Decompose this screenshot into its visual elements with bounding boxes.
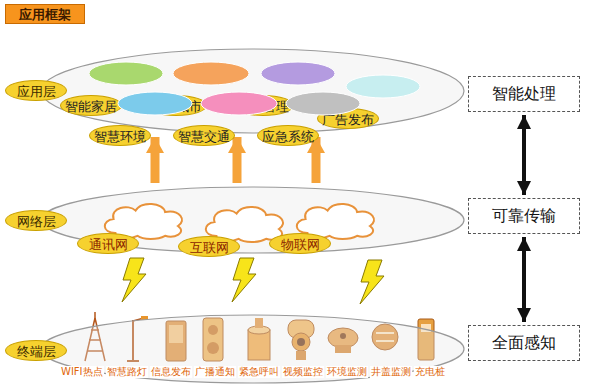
function-box: 可靠传输 — [468, 198, 580, 234]
double-arrow — [522, 237, 526, 322]
device-label: 智慧路灯 — [106, 366, 148, 378]
node-text: 智能处理 — [492, 84, 556, 105]
double-arrow — [522, 115, 526, 195]
data-flow-arrow — [233, 137, 242, 183]
band-ellipse — [41, 315, 464, 383]
lightning-bolt — [122, 258, 146, 302]
pill-ellipse — [346, 75, 420, 98]
pill-outline — [345, 74, 421, 99]
function-box: 全面感知 — [468, 325, 580, 361]
node-text: 可靠传输 — [492, 206, 556, 227]
function-box: 智能处理 — [468, 76, 580, 112]
application-pill: 能效管理 — [260, 61, 336, 86]
pill-ellipse — [173, 62, 249, 85]
data-flow-arrow — [151, 137, 160, 183]
pill-outline — [285, 91, 361, 116]
application-pill: 智能家居 — [88, 61, 164, 86]
pill-ellipse — [261, 62, 335, 85]
layer-band: 网络层通讯网互联网物联网 — [40, 186, 465, 254]
device-label: 视频监控 — [282, 366, 324, 378]
layer-name: 终端层 — [5, 340, 67, 361]
node-text: 智慧环境 — [89, 125, 151, 146]
node-text: 通讯网 — [77, 233, 139, 254]
pill-ellipse — [118, 92, 192, 115]
node-text: 应急系统 — [257, 125, 319, 146]
band-ellipse — [41, 49, 464, 133]
data-flow-arrow — [312, 137, 321, 183]
application-pill: 智慧环境 — [117, 91, 193, 116]
application-pill: 智慧城市 — [172, 61, 250, 86]
node-text: 智能家居 — [60, 95, 122, 116]
band-ellipse — [41, 187, 464, 253]
layer-name: 应用层 — [5, 80, 67, 101]
pill-outline — [88, 61, 164, 86]
device-label: 广播通知 — [194, 366, 236, 378]
layer-name: 网络层 — [5, 210, 67, 231]
title-badge: 应用框架 — [5, 4, 85, 24]
network-cloud: 物联网 — [289, 198, 381, 240]
pill-ellipse — [89, 62, 163, 85]
node-text: 全面感知 — [492, 333, 556, 354]
pill-outline — [200, 91, 278, 116]
pill-ellipse — [286, 92, 360, 115]
device-label: WIFI热点 — [60, 366, 104, 378]
node-text: 智慧交通 — [173, 125, 235, 146]
pill-outline — [260, 61, 336, 86]
device-label: 井盖监测 — [370, 366, 412, 378]
device-label: 环境监测 — [326, 366, 368, 378]
device-label: 充电桩 — [414, 366, 446, 378]
pill-ellipse — [201, 92, 277, 115]
device-label: 紧急呼叫 — [238, 366, 280, 378]
pill-outline — [172, 61, 250, 86]
layer-band: 应用层智能家居智慧城市能效管理广告发布智慧环境智慧交通应急系统 — [40, 48, 465, 134]
node-text: 互联网 — [178, 236, 240, 257]
application-pill: 智慧交通 — [200, 91, 278, 116]
lightning-bolt — [232, 258, 256, 302]
pill-outline — [117, 91, 193, 116]
node-text: 物联网 — [269, 233, 331, 254]
application-pill: 广告发布 — [345, 74, 421, 99]
network-cloud: 通讯网 — [97, 198, 189, 240]
application-pill: 应急系统 — [285, 91, 361, 116]
lightning-bolt — [360, 260, 384, 304]
device-label: 信息发布 — [150, 366, 192, 378]
